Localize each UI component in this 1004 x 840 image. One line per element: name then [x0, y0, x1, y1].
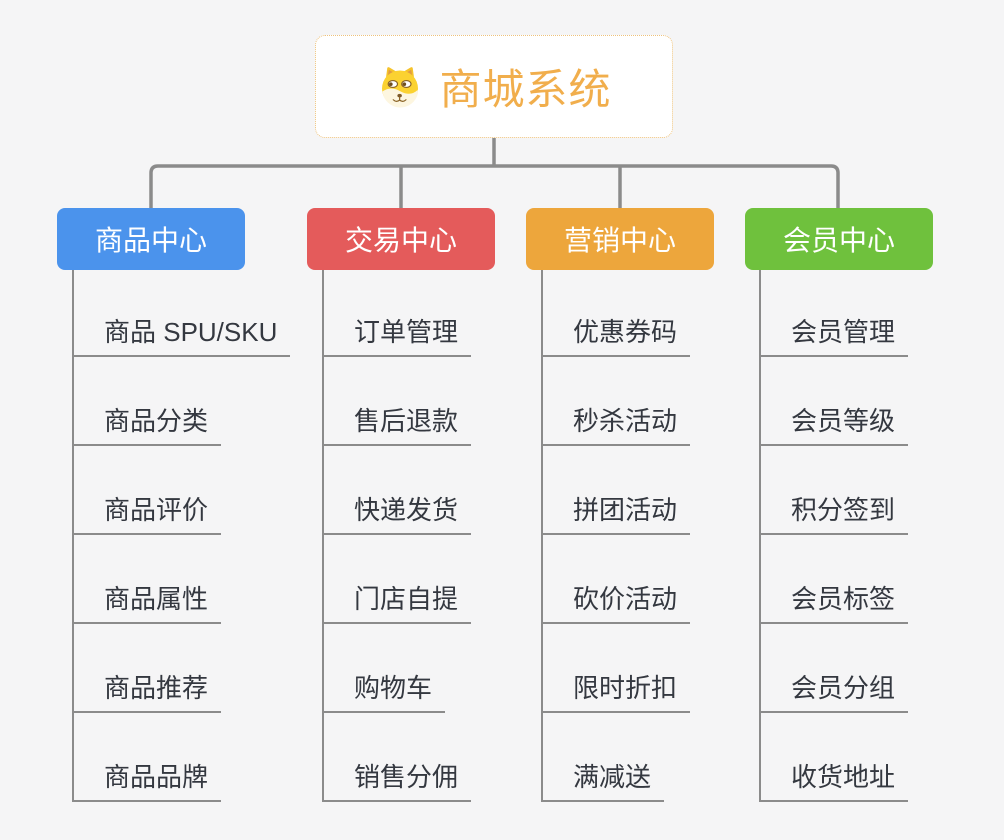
leaf-node[interactable]: 优惠券码 [541, 315, 691, 357]
leaf-node[interactable]: 订单管理 [322, 315, 472, 357]
branch-header-marketing-center[interactable]: 营销中心 [526, 208, 714, 270]
leaf-node[interactable]: 购物车 [322, 671, 446, 713]
branch-bus-line [149, 164, 840, 209]
root-node[interactable]: 商城系统 [315, 35, 673, 138]
leaf-node[interactable]: 商品分类 [72, 404, 222, 446]
leaf-node[interactable]: 商品评价 [72, 493, 222, 535]
leaf-node[interactable]: 销售分佣 [322, 760, 472, 802]
leaf-node[interactable]: 会员等级 [759, 404, 909, 446]
leaf-node[interactable]: 秒杀活动 [541, 404, 691, 446]
leaf-node[interactable]: 商品推荐 [72, 671, 222, 713]
dog-face-icon [382, 66, 419, 108]
branch-spine-line [541, 270, 543, 801]
branch-spine-line [322, 270, 324, 801]
leaf-node[interactable]: 收货地址 [759, 760, 909, 802]
root-title: 商城系统 [439, 66, 612, 113]
branch-header-trade-center[interactable]: 交易中心 [307, 208, 495, 270]
leaf-node[interactable]: 满减送 [541, 760, 665, 802]
leaf-node[interactable]: 会员标签 [759, 582, 909, 624]
branch-spine-line [72, 270, 74, 801]
leaf-node[interactable]: 商品属性 [72, 582, 222, 624]
leaf-node[interactable]: 限时折扣 [541, 671, 691, 713]
leaf-node[interactable]: 商品品牌 [72, 760, 222, 802]
leaf-node[interactable]: 快递发货 [322, 493, 472, 535]
branch-header-product-center[interactable]: 商品中心 [57, 208, 245, 270]
branch-spine-line [759, 270, 761, 801]
leaf-node[interactable]: 会员分组 [759, 671, 909, 713]
leaf-node[interactable]: 商品 SPU/SKU [72, 315, 291, 357]
leaf-node[interactable]: 售后退款 [322, 404, 472, 446]
leaf-node[interactable]: 拼团活动 [541, 493, 691, 535]
branch-header-member-center[interactable]: 会员中心 [745, 208, 933, 270]
leaf-node[interactable]: 门店自提 [322, 582, 472, 624]
leaf-node[interactable]: 砍价活动 [541, 582, 691, 624]
leaf-node[interactable]: 积分签到 [759, 493, 909, 535]
leaf-node[interactable]: 会员管理 [759, 315, 909, 357]
